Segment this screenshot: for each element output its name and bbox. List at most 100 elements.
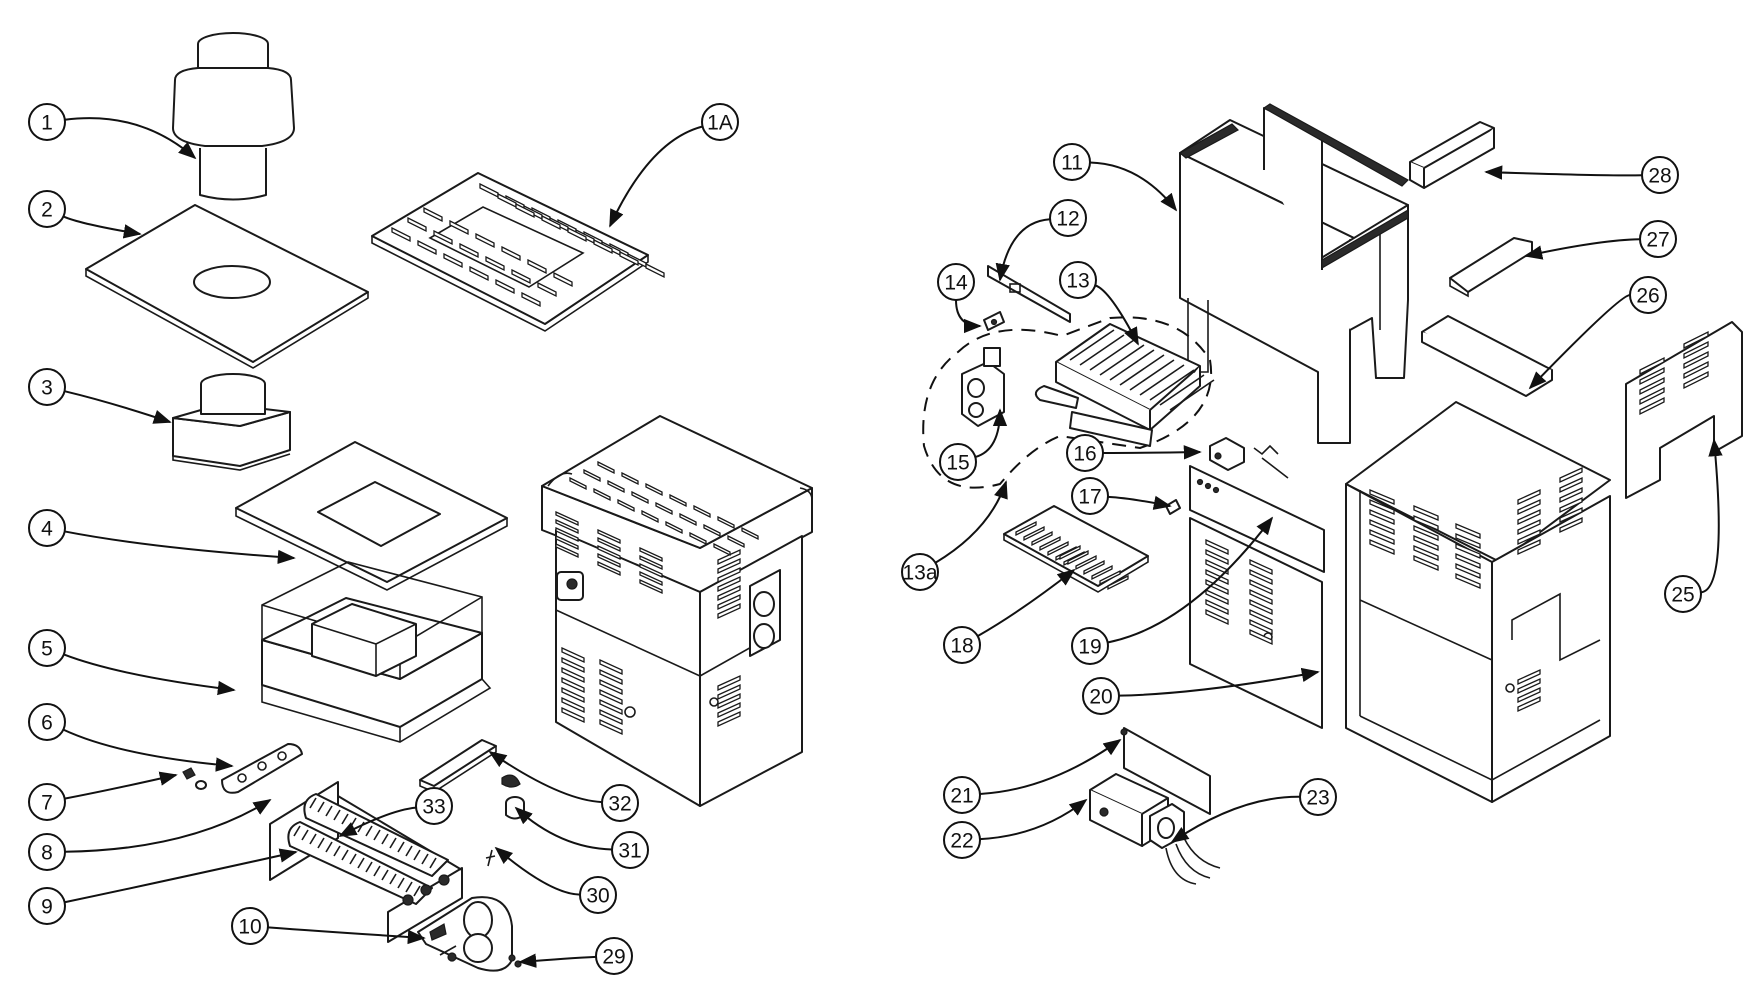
callout-circle-13a: [901, 553, 939, 591]
louver-slot: [407, 216, 427, 233]
louver-slot: [717, 692, 741, 710]
part-1-vent-cap: [172, 32, 295, 201]
louver-slot: [621, 471, 639, 486]
callout-circle-25: [1664, 575, 1702, 613]
callout-20: 20: [1082, 667, 1320, 715]
louver-slot: [1559, 476, 1583, 494]
callout-label-2: 2: [41, 199, 53, 222]
louver-slot: [553, 271, 573, 288]
callout-label-18: 18: [950, 635, 973, 658]
leader-line-1: [64, 117, 197, 160]
part-6-gasket: [221, 743, 303, 794]
callout-label-15: 15: [946, 452, 969, 475]
leader-line-28: [1484, 165, 1643, 180]
callout-circle-6: [28, 703, 66, 741]
louver-slot: [1683, 340, 1709, 360]
burner-rib: [341, 849, 349, 861]
callout-label-30: 30: [586, 885, 609, 908]
louver-slot: [1249, 568, 1273, 586]
burner-rib: [373, 865, 381, 877]
louver-slot: [1683, 350, 1709, 370]
louver-slot: [443, 252, 463, 269]
louver-slot: [1249, 588, 1273, 606]
louver-slot: [717, 515, 735, 530]
louver-slot: [1559, 466, 1583, 484]
louver-slot: [1107, 574, 1129, 591]
louver-slot: [1559, 496, 1583, 514]
part-32-bracket: [419, 739, 497, 793]
louver-slot: [511, 268, 531, 285]
burner-rib: [365, 825, 373, 837]
louver-slot: [607, 479, 625, 494]
louver-slot: [713, 542, 731, 557]
exchanger-fin: [1159, 374, 1205, 406]
louver-slot: [485, 255, 505, 272]
louver-slot: [717, 602, 741, 620]
louver-slot: [569, 476, 587, 491]
exchanger-fin: [1139, 364, 1185, 396]
leader-line-31: [514, 806, 613, 851]
callout-circle-10: [231, 907, 269, 945]
callout-10: 10: [231, 907, 426, 945]
louver-slot: [501, 245, 521, 262]
leader-line-16: [1102, 445, 1202, 460]
callout-23: 23: [1170, 778, 1337, 844]
callout-label-12: 12: [1056, 208, 1079, 231]
callout-label-19: 19: [1078, 636, 1101, 659]
burner-rib: [413, 885, 421, 897]
part-10-manifold: [417, 896, 513, 972]
louver-slot: [1517, 677, 1541, 695]
louver-slot: [597, 560, 621, 577]
callout-17: 17: [1071, 477, 1172, 515]
callout-circle-27: [1639, 220, 1677, 258]
leader-line-15: [974, 408, 1008, 459]
leader-line-14: [955, 299, 982, 334]
louver-slot: [1249, 618, 1273, 636]
louver-slot: [1205, 608, 1229, 626]
callout-label-1: 1: [41, 112, 53, 135]
leader-line-19: [1107, 516, 1274, 644]
callout-label-10: 10: [238, 916, 261, 939]
part-23-switch: [1149, 803, 1221, 885]
part-5-flue-collector: [261, 561, 492, 743]
callout-6: 6: [28, 703, 234, 772]
callout-circle-20: [1082, 677, 1120, 715]
louver-slot: [1455, 563, 1481, 579]
burner-rib: [325, 805, 333, 817]
louver-slot: [1413, 505, 1439, 521]
callout-label-5: 5: [41, 638, 53, 661]
callout-1A: 1A: [609, 103, 739, 228]
louver-slot: [1517, 498, 1541, 516]
callout-14: 14: [937, 263, 982, 334]
louver-slot: [1413, 535, 1439, 551]
burner-rib: [389, 837, 397, 849]
callout-25: 25: [1664, 438, 1723, 613]
callout-circle-5: [28, 629, 66, 667]
burner-rib: [293, 825, 301, 837]
callout-label-6: 6: [41, 712, 53, 735]
louver-slot: [641, 509, 659, 524]
louver-slot: [541, 214, 561, 231]
leader-line-2: [62, 215, 142, 239]
louver-slot: [717, 548, 741, 566]
callout-label-27: 27: [1646, 229, 1669, 252]
callout-label-9: 9: [41, 896, 53, 919]
louver-slot: [1067, 549, 1089, 566]
callout-15: 15: [939, 408, 1008, 481]
callout-1: 1: [28, 103, 197, 160]
leader-line-30: [494, 846, 581, 896]
louver-slot: [1639, 376, 1665, 396]
leader-line-6: [62, 728, 234, 772]
louver-slot: [1559, 516, 1583, 534]
leader-line-18: [977, 568, 1076, 637]
louver-slot: [597, 544, 621, 561]
louver-slot: [469, 265, 489, 282]
leader-line-27: [1524, 238, 1641, 260]
louver-slot: [597, 528, 621, 545]
louver-slot: [449, 219, 469, 236]
louver-slot: [639, 554, 663, 571]
callout-circle-18: [943, 626, 981, 664]
callout-label-22: 22: [950, 830, 973, 853]
callout-5: 5: [28, 629, 236, 696]
louver-slot: [741, 526, 759, 541]
